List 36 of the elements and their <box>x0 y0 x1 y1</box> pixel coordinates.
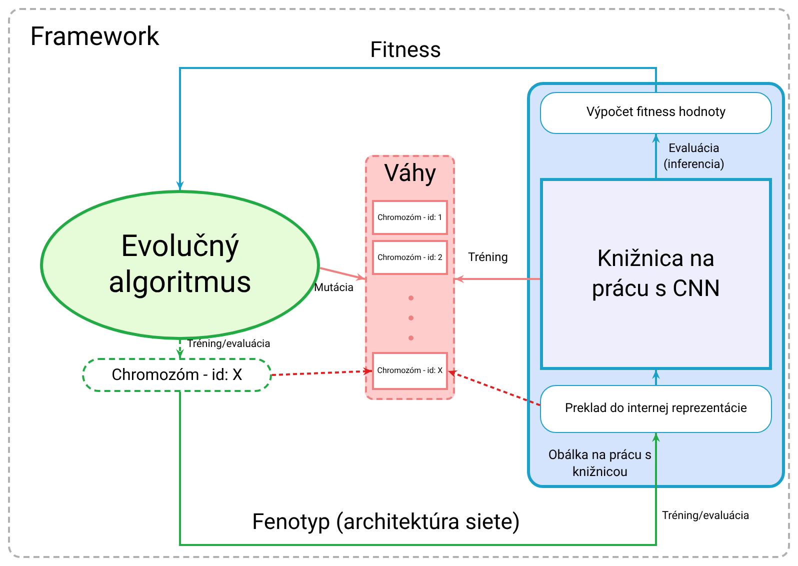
arrow <box>652 370 660 385</box>
arrow <box>179 392 660 546</box>
node-label: Chromozóm - id: X <box>377 365 443 377</box>
node-label: Chromozóm - id: 1 <box>378 212 442 224</box>
node-label: Evolučný algoritmus <box>107 229 253 301</box>
process-box <box>540 385 772 433</box>
edge-label: Evaluácia (inferencia) <box>662 140 726 172</box>
framework-frame <box>8 8 790 558</box>
node-label: Obálka na prácu s knižnicou <box>547 447 653 481</box>
node-label: Knižnica na prácu s CNN <box>590 244 722 304</box>
node-label: Chromozóm - id: 2 <box>378 252 442 264</box>
node-label: Výpočet fitness hodnoty <box>586 104 726 122</box>
arrow <box>272 367 372 376</box>
edge-label: Tréning/evaluácia <box>187 336 270 352</box>
arrow <box>652 134 660 178</box>
wrapper-panel <box>527 82 785 488</box>
edge-label: Fitness <box>370 37 442 65</box>
weights-panel <box>365 155 455 400</box>
node-label: Chromozóm - id: X <box>112 364 242 386</box>
chromosome-box <box>372 200 448 235</box>
edge-label: Fenotyp (architektúra siete) <box>252 509 520 537</box>
arrow <box>448 370 540 406</box>
note-label: Tréning/evaluácia <box>662 508 750 524</box>
edge-label: Mutácia <box>314 280 354 296</box>
node-label: Preklad do internej reprezentácie <box>564 400 747 418</box>
arrow <box>455 274 540 283</box>
library-box <box>540 178 772 370</box>
chromosome-box <box>372 352 448 390</box>
arrow <box>320 267 366 281</box>
arrow <box>176 340 184 358</box>
node-label: Framework <box>30 24 160 50</box>
process-box <box>540 92 772 134</box>
arrow <box>176 67 657 190</box>
chromosome-box <box>372 240 448 275</box>
node-label: Váhy <box>382 161 438 185</box>
edge-label: Tréning <box>468 249 508 266</box>
